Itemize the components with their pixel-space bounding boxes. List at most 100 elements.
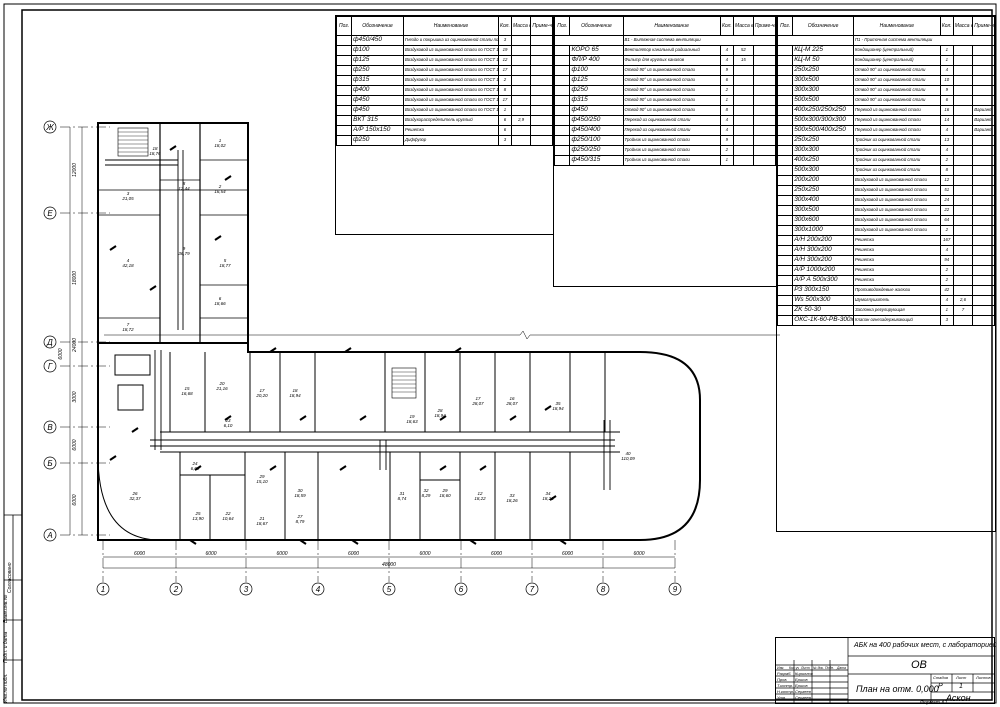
- stamp-person-name: Ершов: [795, 677, 808, 682]
- stamp-role: Кол.уч: [789, 666, 800, 670]
- side-label-sign: Подп. и дата: [3, 631, 9, 663]
- room-area: 18,26: [542, 496, 554, 501]
- room-number: 40: [625, 451, 631, 456]
- spec-cell: 3: [939, 315, 954, 326]
- dimension-label: 6000: [348, 551, 359, 557]
- stamp-person-role: Н.контр.: [777, 689, 794, 694]
- room-area: 13,90: [192, 516, 204, 521]
- room-area: 20,20: [255, 393, 268, 398]
- room-number: 27: [296, 514, 303, 519]
- room-area: 18,94: [552, 406, 564, 411]
- room-number: 4: [127, 258, 130, 263]
- drawing-frame: [21, 9, 993, 701]
- spec-cell: [972, 315, 995, 326]
- room-area: 18,26: [506, 498, 518, 503]
- stamp-person-name: Сергеев: [795, 695, 811, 700]
- room-number: 1: [219, 138, 222, 143]
- room-area: 110,09: [621, 456, 635, 461]
- room-area: 18,02: [214, 143, 226, 148]
- room-number: 9: [183, 246, 186, 251]
- room-number: 16: [509, 396, 515, 401]
- stamp-role: Изм.: [777, 666, 785, 670]
- stamp-role: № док.: [813, 666, 824, 670]
- room-area: 8,79: [296, 519, 305, 524]
- room-number: 22: [224, 511, 231, 516]
- room-area: 42,18: [122, 263, 134, 268]
- room-area: 18,66: [214, 301, 226, 306]
- room-area: 18,94: [289, 393, 301, 398]
- axis-letter: Д: [46, 338, 53, 347]
- spec-header: Приме-чание: [752, 16, 777, 36]
- stage-label: Стадия: [933, 675, 948, 680]
- room-area: 18,63: [406, 419, 418, 424]
- room-number: 2: [218, 184, 222, 189]
- sheet-title: План на отм. 0,000: [856, 684, 939, 694]
- dimension-label: 6000: [58, 348, 64, 359]
- room-number: 28: [436, 408, 443, 413]
- room-number: 7: [127, 322, 130, 327]
- room-number: 19: [409, 414, 415, 419]
- room-number: 17: [475, 396, 481, 401]
- axis-number: 2: [173, 585, 179, 594]
- dimension-label: 24000: [72, 338, 78, 353]
- doc-code: ОВ: [911, 659, 927, 671]
- spec-row: ОКС-1К-60-РВ-300х300-ККлапан огнезадержи…: [776, 315, 995, 326]
- axis-bubble: [43, 359, 57, 373]
- axis-bubble: [239, 582, 253, 596]
- room-number: 24: [191, 461, 198, 466]
- spec-cell: [776, 315, 794, 326]
- stamp-person-name: Сергеев: [795, 689, 811, 694]
- room-area: 12,44: [178, 186, 190, 191]
- room-number: 33: [509, 493, 515, 498]
- side-label-vzam: Взам.инв.№: [3, 594, 9, 623]
- room-area: 6,09: [191, 466, 200, 471]
- room-number: 29: [258, 474, 265, 479]
- axis-bubble: [43, 528, 57, 542]
- room-area: 18,94: [434, 413, 446, 418]
- room-number: 30: [297, 488, 303, 493]
- axis-bubble: [311, 582, 325, 596]
- room-number: 15: [184, 386, 190, 391]
- room-number: 3: [127, 191, 130, 196]
- room-area: 18,60: [439, 493, 451, 498]
- axis-number: 9: [673, 585, 678, 594]
- room-area: 8,29: [422, 493, 431, 498]
- room-area: 15,10: [256, 479, 268, 484]
- dimension-label: 12000: [72, 163, 78, 177]
- dimension-label: 6000: [419, 551, 430, 557]
- room-area: 6,10: [224, 423, 233, 428]
- axis-bubble: [43, 206, 57, 220]
- room-number: 31: [399, 491, 405, 496]
- room-area: 8,74: [398, 496, 407, 501]
- sheet-value: 1: [959, 683, 963, 690]
- spec-cell: [335, 135, 353, 146]
- spec-cell: [530, 135, 553, 146]
- dimension-label: 6000: [72, 439, 78, 450]
- format-label: Формат А1: [920, 700, 948, 706]
- spec-header: Масса ед. кг: [510, 16, 532, 36]
- room-area: 28,07: [471, 401, 484, 406]
- room-area: 18,67: [256, 521, 268, 526]
- axis-bubble: [43, 456, 57, 470]
- stage-value: Р: [938, 683, 943, 690]
- room-number: 25: [194, 511, 201, 516]
- room-number: 23: [224, 418, 231, 423]
- spec-cell: Диффузор: [402, 135, 499, 146]
- room-number: 35: [555, 401, 561, 406]
- axis-bubble: [43, 420, 57, 434]
- axis-number: 1: [101, 585, 105, 594]
